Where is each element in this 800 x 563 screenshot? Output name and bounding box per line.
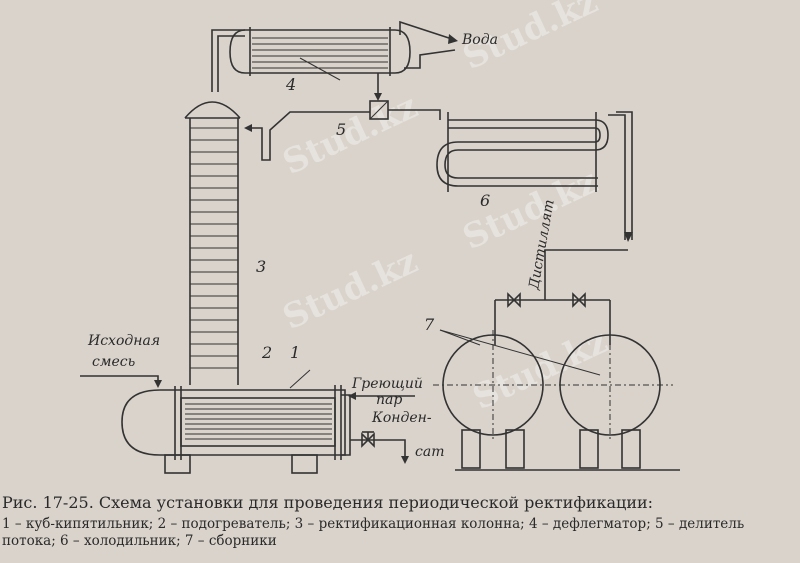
feed-label-line1: Исходная: [87, 333, 160, 349]
receivers: [433, 329, 680, 471]
dephlegmator-tubes: [252, 37, 388, 69]
reflux-line: [244, 73, 441, 161]
label-4: 4: [285, 75, 296, 94]
cooler: [436, 111, 633, 242]
watermarks: Stud.kz Stud.kz Stud.kz Stud.kz Stud.kz: [277, 0, 614, 418]
label-2: 2: [261, 343, 272, 362]
column-trays: [190, 127, 238, 369]
dephlegmator: [229, 27, 411, 81]
water-label: Вода: [461, 32, 498, 48]
feed-inlet: [80, 375, 162, 388]
label-5: 5: [336, 120, 346, 139]
heating-steam-label-line1: Греющий: [351, 376, 423, 392]
heating-steam-label-line2: пар: [376, 392, 402, 408]
caption-title: Рис. 17-25. Схема установки для проведен…: [2, 493, 654, 512]
condensate-label-line1: Конден-: [371, 410, 432, 426]
figure-caption: Рис. 17-25. Схема установки для проведен…: [2, 494, 798, 550]
watermark-2: Stud.kz: [277, 86, 424, 183]
distillate-line: [494, 249, 628, 345]
label-6: 6: [480, 191, 490, 210]
feed-label-line2: смесь: [92, 354, 135, 370]
water-lines: [399, 20, 458, 69]
watermark-3: Stud.kz: [457, 161, 604, 258]
label-3: 3: [256, 257, 266, 276]
vapor-line: [211, 29, 245, 92]
watermark-4: Stud.kz: [277, 241, 424, 338]
steam-lines: [348, 392, 415, 464]
caption-legend: 1 – куб-кипятильник; 2 – подогреватель; …: [2, 516, 745, 549]
label-7: 7: [424, 315, 435, 334]
boiler-supports: [164, 454, 318, 474]
condensate-label-line2: сат: [415, 444, 444, 460]
still-boiler: [121, 369, 351, 460]
heater-tubes: [185, 403, 332, 440]
label-1: 1: [290, 343, 300, 362]
rectification-column: [184, 101, 241, 385]
rectification-diagram: Stud.kz Stud.kz Stud.kz Stud.kz Stud.kz: [80, 0, 680, 474]
